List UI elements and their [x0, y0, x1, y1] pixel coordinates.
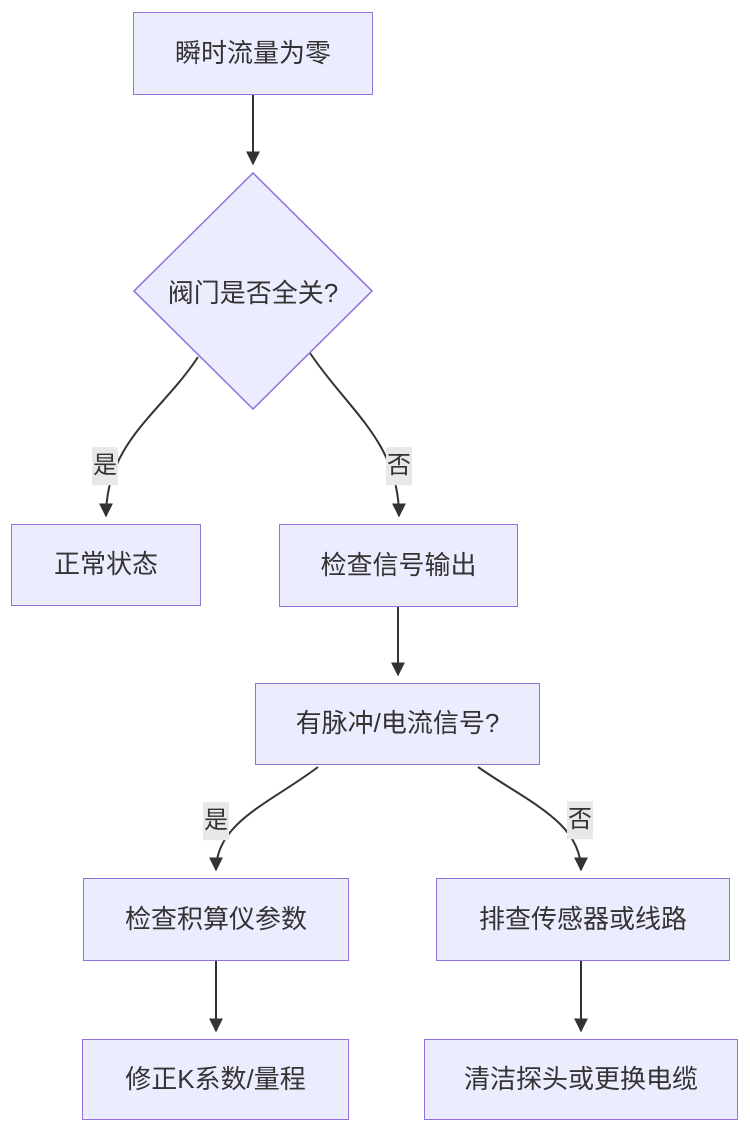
node-start: 瞬时流量为零: [133, 12, 373, 95]
node-check-sensor-label: 排查传感器或线路: [478, 903, 687, 934]
node-signal-decision-label: 有脉冲/电流信号?: [295, 708, 500, 739]
edge-label-no-2: 否: [567, 801, 593, 839]
node-check-signal-label: 检查信号输出: [320, 549, 477, 580]
node-normal: 正常状态: [11, 524, 201, 606]
diamond-shape: [133, 172, 373, 410]
edge-valve-decision-to-check-signal: [309, 352, 406, 518]
edge-label-yes-2: 是: [203, 802, 229, 840]
node-fix-k-label: 修正K系数/量程: [125, 1063, 306, 1094]
node-valve-decision: 阀门是否全关?: [133, 172, 373, 410]
edge-label-no-1: 否: [386, 447, 412, 485]
node-normal-label: 正常状态: [53, 549, 158, 580]
edge-signal-decision-to-check-sensor: [477, 766, 588, 872]
edge-label-yes-1: 是: [92, 447, 118, 485]
edge-signal-decision-to-check-totalizer: [209, 766, 319, 872]
node-signal-decision: 有脉冲/电流信号?: [255, 683, 540, 765]
node-check-sensor: 排查传感器或线路: [436, 878, 730, 961]
node-check-signal: 检查信号输出: [279, 524, 518, 607]
node-clean-probe: 清洁探头或更换电缆: [424, 1039, 738, 1120]
node-check-totalizer: 检查积算仪参数: [83, 878, 349, 961]
node-start-label: 瞬时流量为零: [174, 37, 331, 68]
node-check-totalizer-label: 检查积算仪参数: [124, 903, 307, 934]
node-fix-k: 修正K系数/量程: [82, 1039, 349, 1120]
node-clean-probe-label: 清洁探头或更换电缆: [463, 1063, 698, 1094]
edge-valve-decision-to-normal: [99, 356, 199, 518]
node-valve-decision-label: 阀门是否全关?: [167, 277, 339, 308]
